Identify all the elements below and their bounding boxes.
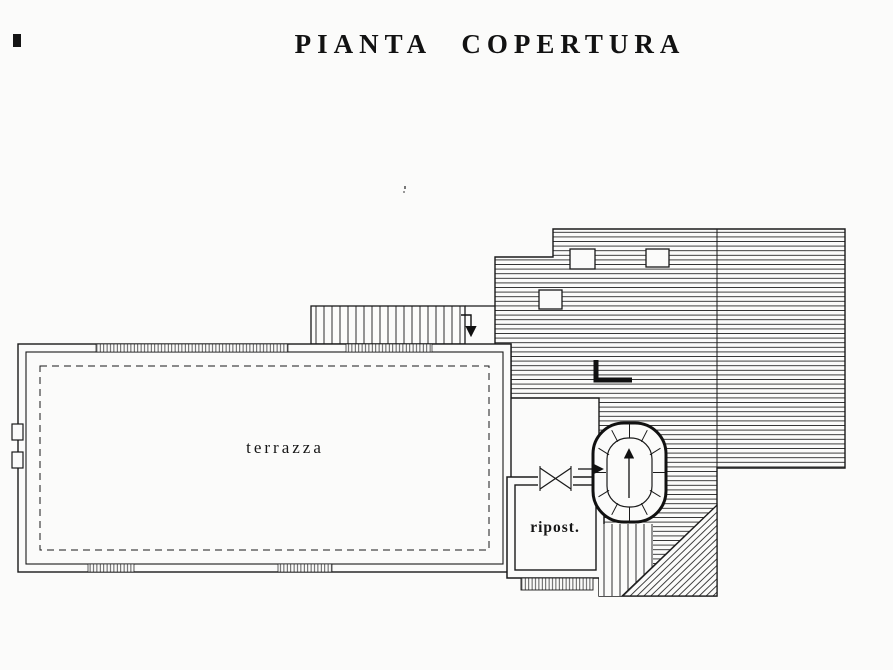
door-gap (538, 475, 573, 487)
sill-hatch-band (520, 577, 594, 591)
chimney (645, 248, 670, 268)
wall-opening (11, 423, 24, 441)
triangle-hatched-slope (620, 503, 718, 597)
scan-speck (404, 186, 406, 189)
spiral-staircase (578, 421, 668, 524)
terrace-overhang-dashed (39, 365, 490, 551)
roof-triangle (620, 503, 718, 597)
terrace-label: terrazza (246, 438, 324, 457)
wall-opening (11, 451, 24, 469)
parapet-hatch-band (95, 343, 289, 353)
parapet-hatch-band (345, 343, 433, 353)
step-lintel-mark (593, 360, 632, 383)
external-stairs (310, 305, 495, 345)
chimney (538, 289, 563, 310)
stair-flight (310, 305, 466, 345)
chimney (569, 248, 596, 270)
scan-artifact (13, 34, 21, 47)
storage-outer-wall (506, 476, 605, 579)
storage-label: ripost. (530, 519, 580, 536)
stair-direction-arrow (461, 314, 477, 338)
roof-area (494, 228, 846, 597)
door-cross-mark (539, 467, 572, 490)
title-block: PIANTA COPERTURA (295, 29, 686, 59)
terrace-area: terrazza (11, 343, 512, 573)
terrace-outer-wall (17, 343, 512, 573)
storage-room: ripost. (506, 466, 605, 591)
parapet-hatch-band (87, 563, 135, 573)
scan-speck (403, 191, 405, 193)
drawing-title: PIANTA COPERTURA (295, 29, 686, 59)
parapet-hatch-band (277, 563, 333, 573)
